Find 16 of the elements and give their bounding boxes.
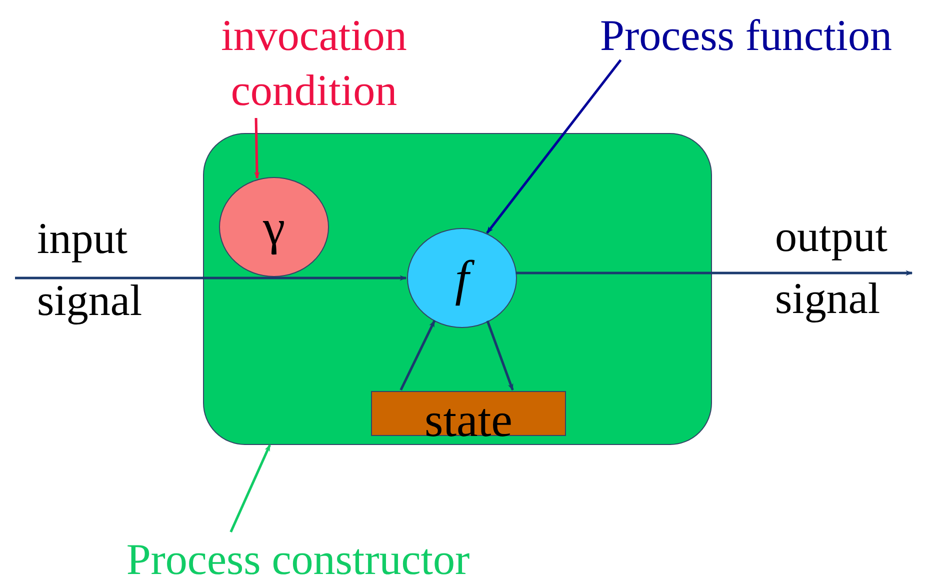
condition-circle: γ	[219, 177, 329, 277]
arrow	[486, 59, 622, 234]
signal-label: input signal	[37, 213, 144, 327]
arrow	[230, 444, 271, 532]
callout-text: Process constructor	[88, 532, 508, 580]
signal-arrow	[516, 270, 913, 276]
function-circle: f	[407, 228, 517, 328]
signal-arrow	[15, 275, 407, 281]
callout-text: Process function	[568, 8, 924, 60]
arrow	[254, 118, 260, 179]
arrow	[400, 320, 436, 391]
state-box: state	[371, 391, 566, 436]
callout-text: invocation condition	[198, 8, 430, 118]
arrow	[486, 320, 514, 391]
signal-label: output signal	[775, 211, 888, 325]
process-block	[203, 133, 712, 445]
